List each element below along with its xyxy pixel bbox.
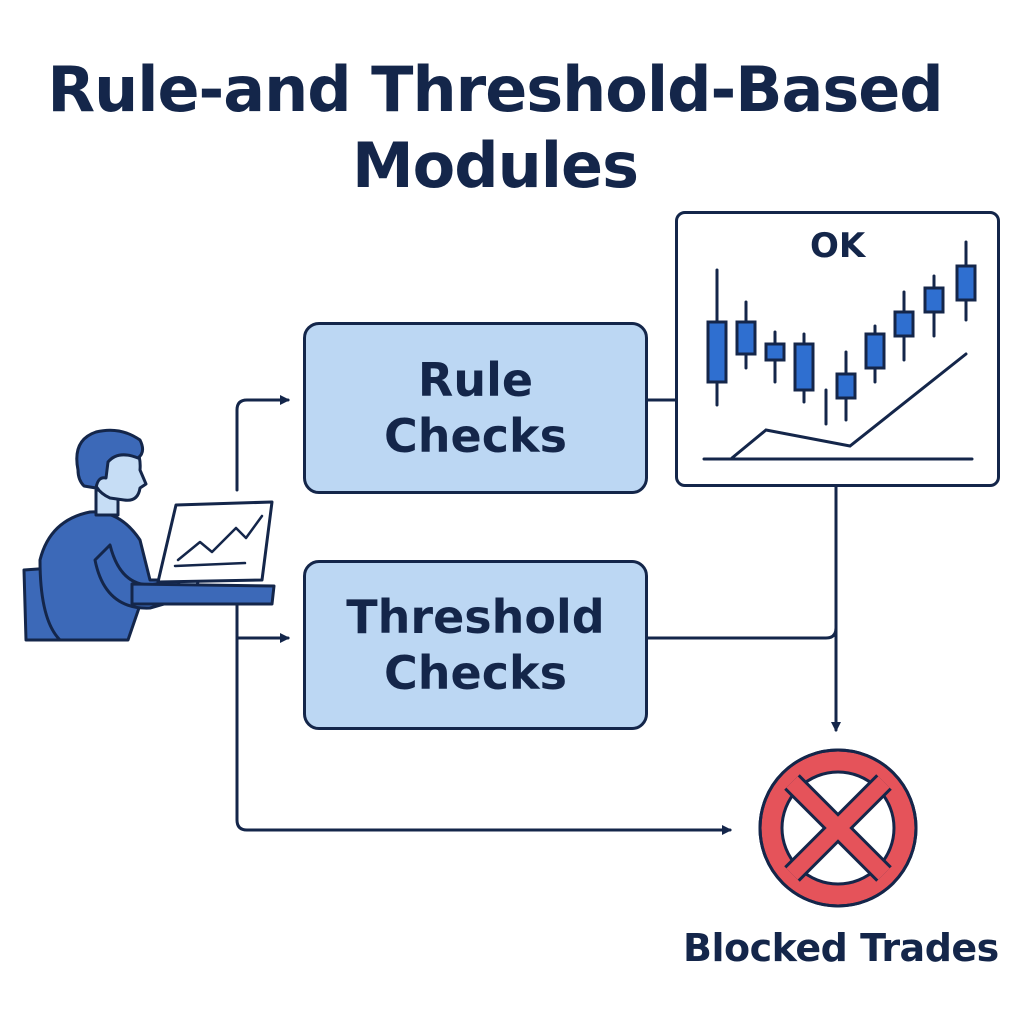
threshold-to-trunk-line <box>646 626 838 640</box>
blocked-x-circle-icon <box>758 748 918 908</box>
arrow-to-threshold-checks <box>235 598 290 643</box>
rule-checks-box: Rule Checks <box>303 322 648 494</box>
arrow-to-rule-checks <box>235 395 290 492</box>
ok-text: OK <box>810 226 866 266</box>
threshold-checks-line-2: Checks <box>384 646 567 700</box>
blocked-trades-label: Blocked Trades <box>683 926 999 970</box>
title-line-2: Modules <box>351 129 639 202</box>
title-line-1: Rule-and Threshold-Based <box>47 53 943 126</box>
rule-checks-line-1: Rule <box>417 353 534 407</box>
threshold-checks-line-1: Threshold <box>346 590 605 644</box>
person-at-laptop-icon <box>22 428 276 642</box>
rule-checks-line-2: Checks <box>384 409 567 463</box>
page-title: Rule-and Threshold-Based Modules <box>0 52 990 204</box>
arrow-to-blocked-trades <box>235 636 732 835</box>
threshold-checks-box: Threshold Checks <box>303 560 648 730</box>
connector-lines <box>235 395 841 835</box>
